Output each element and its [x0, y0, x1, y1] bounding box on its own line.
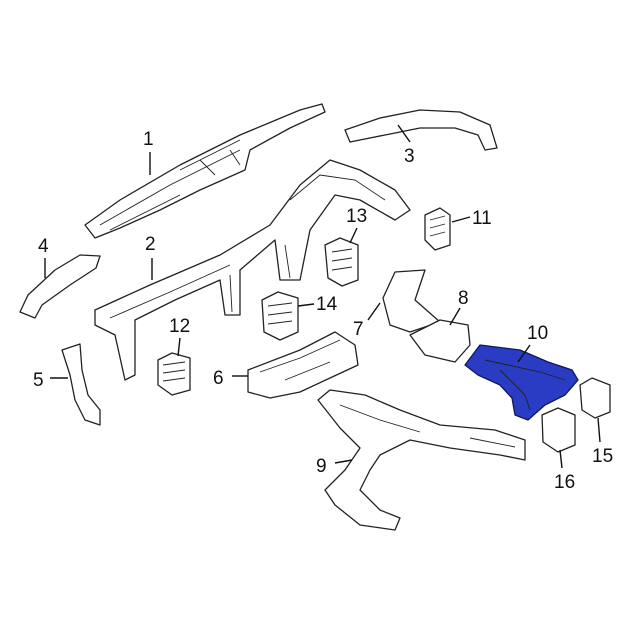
part-4-duct[interactable]	[19, 254, 101, 319]
callout-9: 9	[316, 456, 327, 477]
callout-5: 5	[33, 370, 44, 391]
callout-11: 11	[472, 208, 492, 229]
part-14-vent[interactable]	[261, 291, 299, 341]
part-15-vent[interactable]	[579, 377, 611, 419]
leader-lines	[44, 124, 601, 469]
part-1-defroster-duct[interactable]	[84, 103, 326, 239]
part-16-vent[interactable]	[541, 407, 576, 453]
callout-1: 1	[143, 129, 154, 150]
callout-6: 6	[213, 368, 224, 389]
callout-2: 2	[145, 234, 156, 255]
callout-3: 3	[404, 146, 415, 167]
part-13-vent[interactable]	[324, 237, 359, 287]
part-2-main-duct[interactable]	[94, 159, 411, 381]
part-9-floor-duct[interactable]	[317, 389, 526, 531]
callout-12: 12	[169, 316, 190, 337]
callout-15: 15	[592, 446, 613, 467]
callout-10: 10	[527, 323, 548, 344]
part-11-vent[interactable]	[424, 207, 451, 251]
part-8-duct[interactable]	[409, 319, 471, 363]
part-7-duct[interactable]	[382, 269, 441, 333]
part-12-vent[interactable]	[157, 352, 191, 396]
callout-16: 16	[554, 472, 575, 493]
callout-13: 13	[346, 206, 367, 227]
callout-4: 4	[38, 236, 49, 257]
part-3-duct[interactable]	[344, 109, 498, 151]
callout-8: 8	[458, 288, 469, 309]
callout-14: 14	[316, 294, 338, 315]
part-5-duct[interactable]	[61, 343, 101, 426]
part-6-duct[interactable]	[247, 331, 359, 399]
callout-7: 7	[353, 319, 364, 340]
